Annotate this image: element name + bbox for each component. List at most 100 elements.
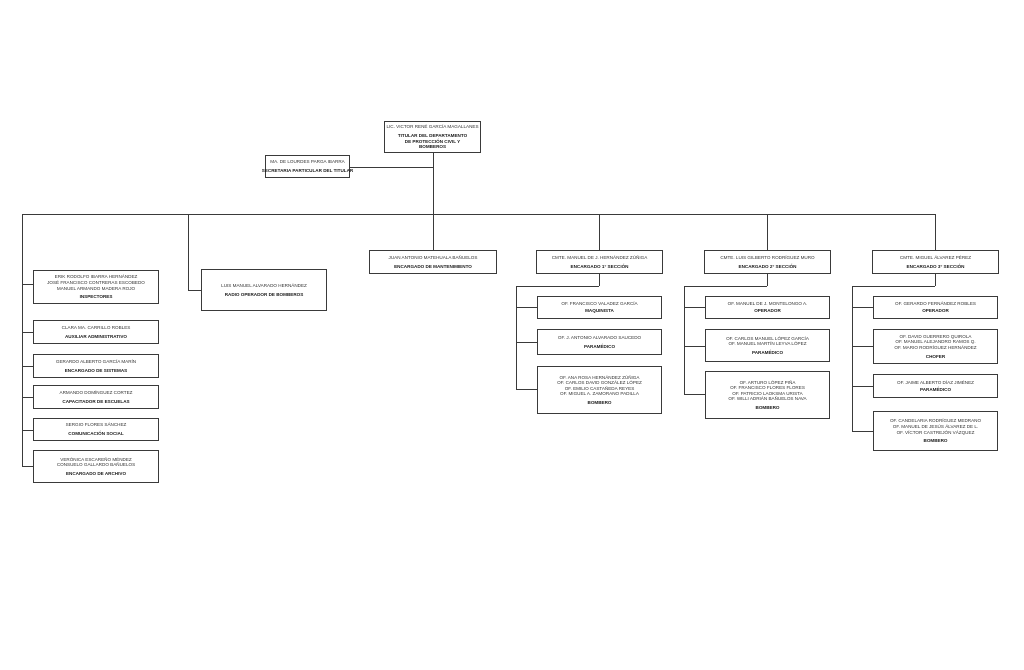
- person-name: ERIK RODOLFO IBARRA HERNÁNDEZ: [54, 274, 138, 280]
- person-names: SERGIO FLORES SÁNCHEZ: [66, 422, 127, 428]
- member-connector-line: [684, 346, 705, 347]
- staff-connector-line: [22, 430, 33, 431]
- member-connector-line: [852, 346, 873, 347]
- section-vertical-line: [684, 286, 685, 394]
- radio-connector-line: [188, 290, 201, 291]
- section-head-drop-line: [599, 274, 600, 286]
- member-connector-line: [516, 342, 537, 343]
- position-title: RADIO OPERADOR DE BOMBEROS: [224, 291, 304, 297]
- person-name: OF. FRANCISCO VALADEZ GARCÍA: [561, 301, 638, 307]
- staff-box: ARMANDO DOMÍNGUEZ CORTEZ CAPACITADOR DE E…: [33, 385, 159, 409]
- person-name: OF. EMILIO CASTAÑEDA REYES: [564, 385, 635, 391]
- position-title: SECRETARIA PARTICULAR DEL TITULAR: [261, 168, 354, 173]
- person-name: OF. PATRICIO LAOKSMA URISTA: [732, 390, 803, 396]
- branch-drop-line: [188, 214, 189, 290]
- staff-box: CLARA MA. CARRILLO ROBLES AUXILIAR ADMINI…: [33, 320, 159, 344]
- staff-connector-line: [22, 284, 33, 285]
- person-names: LUIS MANUEL ALVARADO HERNÁNDEZ: [221, 283, 307, 289]
- section-vertical-line: [852, 286, 853, 431]
- person-names: CLARA MA. CARRILLO ROBLES: [62, 325, 131, 331]
- position-title: TITULAR DEL DEPARTAMENTO DE PROTECCIÓN C…: [397, 132, 468, 150]
- person-name: OF. MIGUEL A. ZAMORANO PADILLA: [560, 391, 639, 397]
- person-name: OF. CANDELARIA RODRÍGUEZ MEDRANO: [889, 418, 982, 424]
- staff-connector-line: [22, 332, 33, 333]
- person-names: OF. MANUEL DE J. MONTELONGO A.: [728, 301, 808, 307]
- position-title: BOMBERO: [923, 438, 948, 444]
- person-name: VERÓNICA ESCAREÑO MÉNDEZ: [60, 456, 132, 462]
- person-name: OF. WILLI ADRIÁN BAÑUELOS NAVA: [728, 396, 807, 402]
- person-name: OF. VÍCTOR CASTREJÓN VÁZQUEZ: [896, 429, 975, 435]
- member-connector-line: [852, 307, 873, 308]
- person-names: MA. DE LOURDES PARGA IBARRA: [270, 159, 344, 165]
- secretary-connector-line: [350, 167, 433, 168]
- person-name: GERARDO ALBERTO GARCÍA MARÍN: [55, 358, 137, 364]
- position-title: ENCARGADO 1° SECCIÓN: [570, 263, 629, 269]
- position-title: PARAMÉDICO: [919, 386, 952, 392]
- staff-connector-line: [22, 466, 33, 467]
- branch-drop-line: [767, 214, 768, 250]
- position-title: AUXILIAR ADMINISTRATIVO: [64, 333, 127, 339]
- member-connector-line: [852, 431, 873, 432]
- person-name: SERGIO FLORES SÁNCHEZ: [65, 422, 127, 428]
- radio-operator-box: LUIS MANUEL ALVARADO HERNÁNDEZ RADIO OPER…: [201, 269, 327, 311]
- section-bar-line: [516, 286, 599, 287]
- person-name: MANUEL ARMANDO MADERA ROJO: [56, 285, 136, 291]
- position-title: ENCARGADO DE SISTEMAS: [64, 367, 128, 373]
- branch-drop-line: [433, 214, 434, 250]
- section-head-drop-line: [935, 274, 936, 286]
- person-name: OF. MANUEL DE JESÚS ÁLVAREZ DE L.: [892, 423, 979, 429]
- person-name: OF. DAVID GUERRERO QUIROLA: [899, 333, 972, 339]
- position-title: PARAMÉDICO: [751, 349, 784, 355]
- section-vertical-line: [516, 286, 517, 389]
- position-title: CAPACITADOR DE ESCUELAS: [62, 398, 130, 404]
- position-title: ENCARGADO DE MANTENIMIENTO: [394, 263, 472, 269]
- person-names: ARMANDO DOMÍNGUEZ CORTEZ: [60, 390, 133, 396]
- member-connector-line: [516, 307, 537, 308]
- person-name: OF. MANUEL ALEJANDRO RAMOS Q.: [895, 339, 976, 345]
- person-names: CMTE. LUIS GILBERTO RODRÍGUEZ MURO: [720, 255, 814, 261]
- position-title: ENCARGADO 3° SECCIÓN: [906, 263, 965, 269]
- person-name: OF. ARTURO LÓPEZ PIÑA: [739, 379, 796, 385]
- person-name: ARMANDO DOMÍNGUEZ CORTEZ: [59, 389, 133, 395]
- person-name: CLARA MA. CARRILLO ROBLES: [61, 324, 131, 330]
- position-title: ENCARGADO 2° SECCIÓN: [738, 263, 797, 269]
- member-connector-line: [516, 389, 537, 390]
- branch-drop-line: [599, 214, 600, 250]
- branch-drop-line: [22, 214, 23, 466]
- person-names: OF. J. ANTONIO ALVARADO SAUCEDO: [558, 335, 641, 341]
- member-connector-line: [852, 386, 873, 387]
- person-name: OF. FRANCISCO FLORES FLORES: [730, 385, 805, 391]
- person-name: CMTE. LUIS GILBERTO RODRÍGUEZ MURO: [720, 254, 815, 260]
- section-head-drop-line: [767, 274, 768, 286]
- secretary-box: MA. DE LOURDES PARGA IBARRA SECRETARIA PA…: [261, 155, 354, 178]
- position-title: BOMBERO: [755, 404, 780, 410]
- member-connector-line: [684, 307, 705, 308]
- person-names: GERARDO ALBERTO GARCÍA MARÍN: [56, 359, 136, 365]
- person-names: OF. GERARDO FERNÁNDEZ ROBLES: [895, 301, 976, 307]
- section-head-box: CMTE. LUIS GILBERTO RODRÍGUEZ MURO ENCARG…: [704, 250, 831, 274]
- section-member-box: OF. MANUEL DE J. MONTELONGO A.OPERADOR: [705, 296, 830, 319]
- person-name: LUIS MANUEL ALVARADO HERNÁNDEZ: [221, 282, 307, 288]
- director-trunk-line: [433, 153, 434, 214]
- person-name: OF. CARLOS MANUEL LÓPEZ GARCÍA: [726, 335, 809, 341]
- person-names: OF. JAIME ALBERTO DÍAZ JIMÉNEZ: [897, 380, 974, 386]
- position-title: ENCARGADO DE ARCHIVO: [65, 470, 127, 476]
